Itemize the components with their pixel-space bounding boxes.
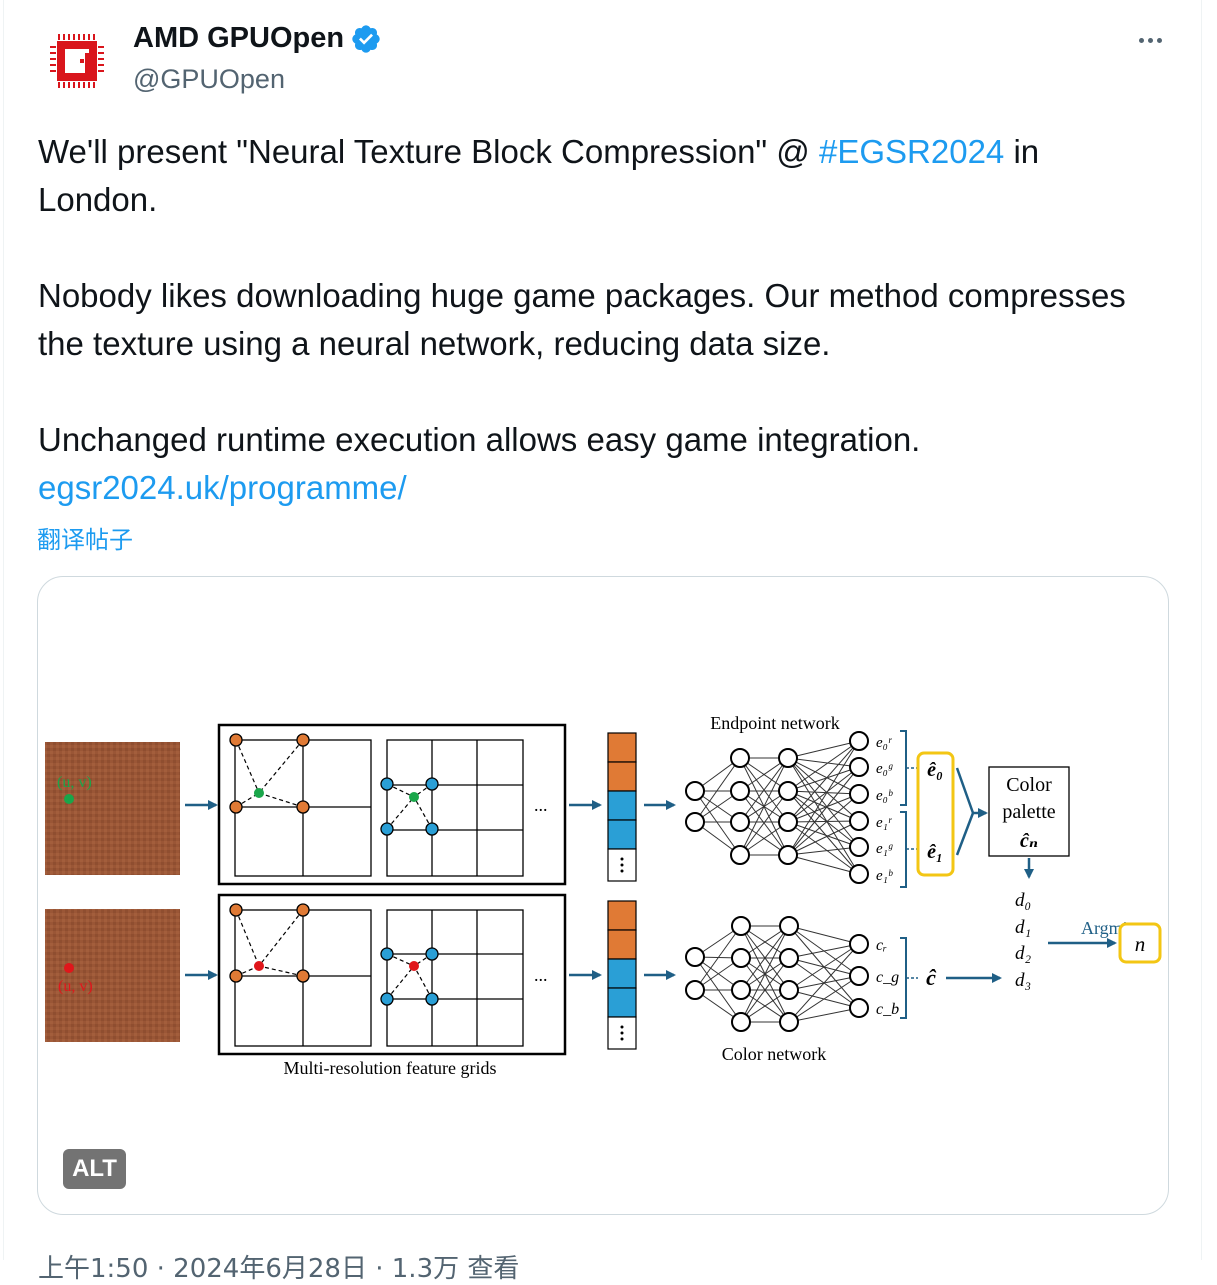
author-name-text[interactable]: AMD GPUOpen xyxy=(133,22,345,54)
c-hat: ĉ xyxy=(926,965,937,990)
ellipsis: ... xyxy=(534,795,548,815)
ellipsis: ... xyxy=(534,965,548,985)
grids-caption: Multi-resolution feature grids xyxy=(284,1058,497,1078)
uv-label-bottom: (u, v) xyxy=(58,978,93,995)
palette-label-1: Color xyxy=(1006,774,1052,796)
distance-d1: d₁ xyxy=(1015,917,1031,938)
color-network xyxy=(694,925,860,1023)
timestamp[interactable]: 上午1:50 · 2024年6月28日 · 1.3万 查看 xyxy=(38,1254,520,1284)
palette-label-2: palette xyxy=(1002,801,1055,823)
feature-vector-bottom xyxy=(607,900,637,1050)
avatar[interactable] xyxy=(38,22,116,100)
color-network-label: Color network xyxy=(722,1044,826,1064)
e1-hat: ê₁ xyxy=(927,841,943,863)
frame-border-left xyxy=(3,0,4,1260)
tweet-text-segment: We'll present "Neural Texture Block Comp… xyxy=(38,133,819,170)
index-n: n xyxy=(1135,932,1146,956)
feature-grid-panel-top xyxy=(217,723,567,886)
more-options-button[interactable] xyxy=(1130,22,1170,58)
hashtag-link[interactable]: #EGSR2024 xyxy=(818,133,1005,170)
texture-patch-bottom xyxy=(45,909,180,1042)
endpoint-highlight-box xyxy=(916,751,955,877)
media-image[interactable]: (u, v) (u, v) ... xyxy=(37,576,1169,1215)
output-cb: c_b xyxy=(876,1001,899,1018)
sample-point-green xyxy=(64,794,74,804)
distance-d0: d₀ xyxy=(1015,890,1031,911)
output-e0r: e₀ʳ xyxy=(876,735,893,751)
more-horizontal-icon xyxy=(1156,37,1162,43)
tweet-text-segment: in London. xyxy=(38,133,1040,218)
uv-label-top: (u, v) xyxy=(57,774,92,791)
index-n-box xyxy=(1118,922,1162,964)
endpoint-network xyxy=(694,740,860,875)
feature-vector-top xyxy=(607,732,637,882)
tweet-paragraph-3: Unchanged runtime execution allows easy … xyxy=(38,421,921,458)
amd-gpuopen-logo-icon xyxy=(38,22,116,100)
output-cr: cᵣ xyxy=(876,937,887,954)
tweet-paragraph-2: Nobody likes downloading huge game packa… xyxy=(38,277,1126,362)
palette-cn: ĉₙ xyxy=(1020,830,1038,852)
author-name[interactable]: AMD GPUOpen xyxy=(133,22,382,55)
more-horizontal-icon xyxy=(1147,37,1153,43)
feature-grid-panel-bottom xyxy=(217,893,567,1056)
endpoint-network-label: Endpoint network xyxy=(710,713,839,733)
author-handle[interactable]: @GPUOpen xyxy=(133,64,285,94)
verified-badge-icon xyxy=(352,24,380,53)
more-horizontal-icon xyxy=(1138,37,1144,43)
output-e1r: e₁ʳ xyxy=(876,815,893,831)
frame-border-right xyxy=(1201,0,1202,1260)
alt-badge[interactable]: ALT xyxy=(63,1149,126,1189)
distance-d3: d₃ xyxy=(1015,970,1031,991)
tweet-paragraph-1: We'll present "Neural Texture Block Comp… xyxy=(38,128,1158,224)
distance-d2: d₂ xyxy=(1015,943,1032,964)
texture-patch-top xyxy=(45,742,180,875)
ntbc-pipeline-diagram: (u, v) (u, v) ... xyxy=(45,713,1162,1078)
output-e0g: e₀ᵍ xyxy=(876,761,893,777)
output-e1g: e₁ᵍ xyxy=(876,841,893,857)
color-palette-box xyxy=(988,766,1070,857)
output-e1b: e₁ᵇ xyxy=(876,868,893,884)
sample-point-red xyxy=(64,963,74,973)
translate-post-link[interactable]: 翻译帖子 xyxy=(37,526,133,554)
output-e0b: e₀ᵇ xyxy=(876,788,893,804)
e0-hat: ê₀ xyxy=(927,759,943,781)
programme-link[interactable]: egsr2024.uk/programme/ xyxy=(38,469,407,506)
output-cg: c_g xyxy=(876,969,899,986)
tweet-text: We'll present "Neural Texture Block Comp… xyxy=(38,128,1158,512)
